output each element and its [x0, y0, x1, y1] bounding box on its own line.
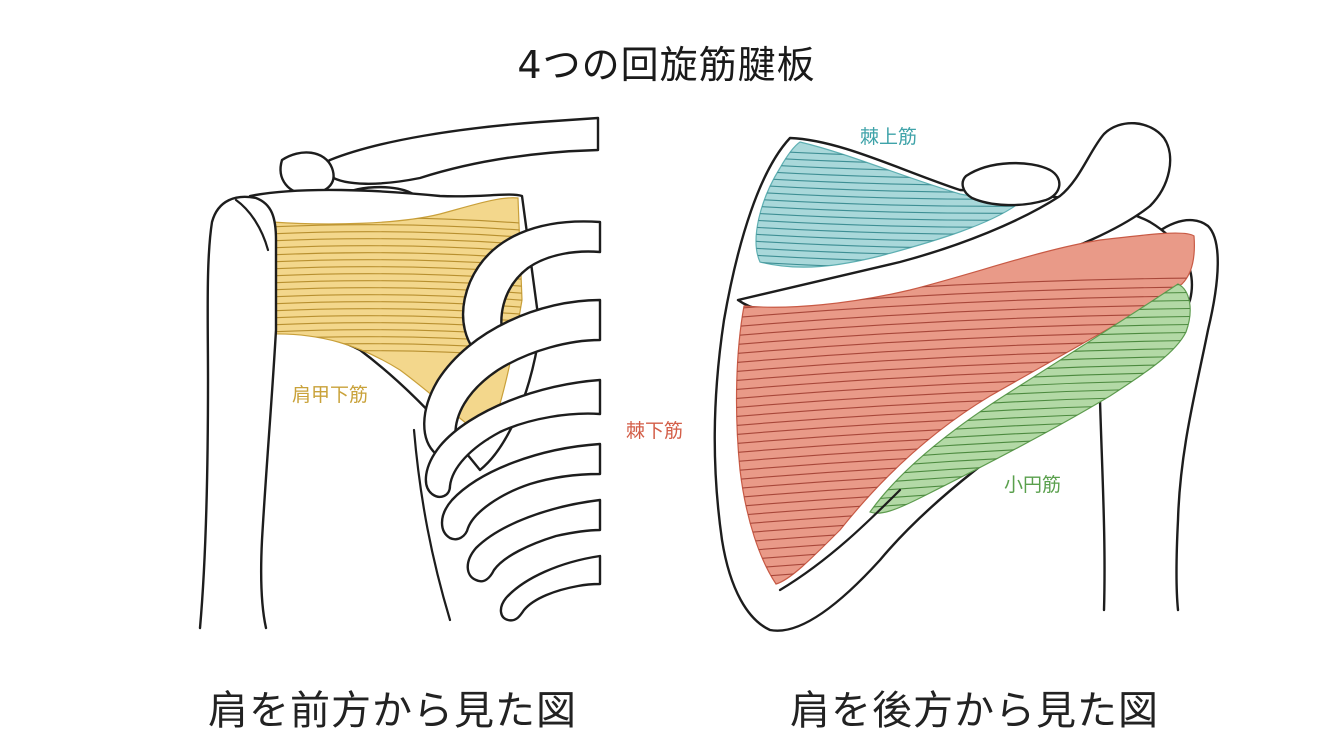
- ribcage: [412, 220, 602, 622]
- rib-3: [424, 378, 602, 498]
- back-view-caption: 肩を後方から見た図: [790, 688, 1159, 734]
- teres-minor-muscle: [869, 283, 1191, 514]
- supraspinatus-label: 棘上筋: [860, 126, 918, 148]
- acromion: [279, 151, 335, 196]
- front-view-caption: 肩を前方から見た図: [208, 688, 577, 734]
- scapula-lateral-border: [778, 488, 902, 592]
- rib-6: [499, 554, 602, 622]
- teres-minor-label: 小円筋: [1004, 474, 1062, 496]
- diagram-title: 4つの回旋筋腱板: [517, 43, 816, 87]
- humerus-front: [198, 195, 278, 630]
- acromion-tip: [961, 161, 1061, 207]
- rib-4: [440, 442, 602, 541]
- sternum-edge: [412, 428, 452, 622]
- subscapularis-label: 肩甲下筋: [292, 384, 369, 406]
- humeral-head-contour: [234, 198, 270, 252]
- infraspinatus-label: 棘下筋: [626, 420, 684, 442]
- rib-5: [466, 498, 602, 583]
